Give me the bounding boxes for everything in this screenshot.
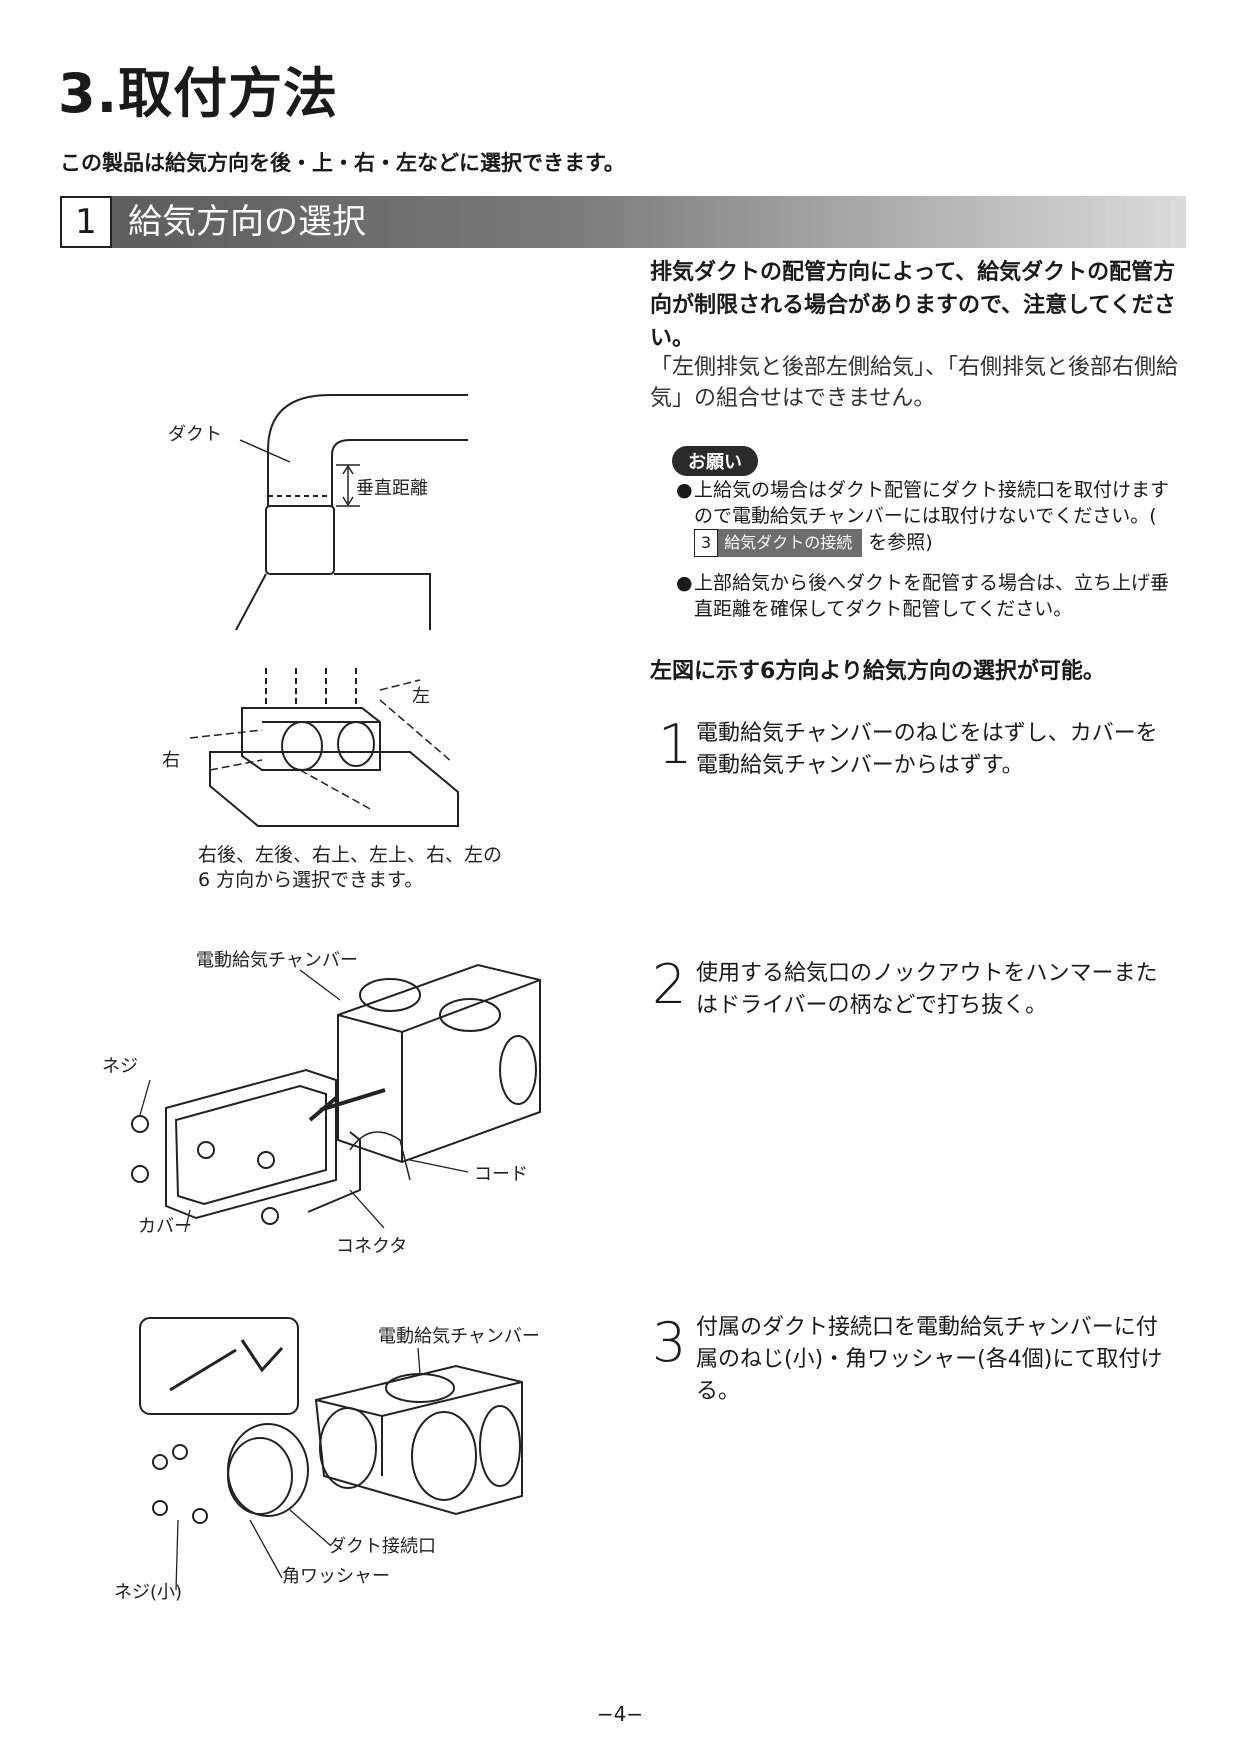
six-directions-figure: [189, 668, 459, 827]
directions-caption: 右後、左後、右上、左上、右、左の 6 方向から選択できます。: [198, 843, 502, 893]
step-1-number: 1: [658, 713, 693, 776]
leader-lines: [139, 969, 469, 1591]
label-left: 左: [412, 686, 430, 707]
directions-caption-line-1: 右後、左後、右上、左上、右、左の: [198, 844, 503, 866]
step-3-text: 付属のダクト接続口を電動給気チャンバーに付属のねじ(小)・角ワッシャー(各4個)…: [696, 1315, 1163, 1404]
label-square-washer: 角ワッシャー: [282, 1566, 390, 1587]
step-2-number: 2: [652, 953, 687, 1016]
label-cord: コード: [474, 1164, 528, 1185]
step-2-text: 使用する給気口のノックアウトをハンマーまたはドライバーの柄などで打ち抜く。: [696, 961, 1158, 1018]
label-chamber: 電動給気チャンバー: [196, 950, 358, 971]
chamber-cover-figure: [131, 963, 541, 1225]
label-duct: ダクト: [168, 424, 222, 445]
label-chamber-2: 電動給気チャンバー: [378, 1326, 540, 1347]
intro-text: この製品は給気方向を後・上・右・左などに選択できます。: [60, 151, 625, 175]
caution-note: 排気ダクトの配管方向によって、給気ダクトの配管方向が制限される場合がありますので…: [650, 260, 1176, 351]
request-badge: お願い: [672, 446, 758, 476]
label-small-screw: ネジ(小): [114, 1582, 183, 1603]
bullet-dot-icon: ●: [676, 572, 693, 594]
label-right: 右: [162, 750, 180, 771]
section-title: 給気方向の選択: [128, 202, 366, 242]
bullet-1-tail: を参照): [868, 531, 933, 554]
directions-note: 左図に示す6方向より給気方向の選択が可能。: [650, 659, 1105, 684]
section-reference: 3 給気ダクトの接続: [694, 529, 863, 557]
page-title: 3.取付方法: [58, 62, 339, 125]
label-vertical-distance: 垂直距離: [356, 478, 428, 499]
duct-port-figure: [139, 1317, 523, 1524]
directions-caption-line-2: 6 方向から選択できます。: [198, 869, 424, 891]
bullet-2-text: 上部給気から後へダクトを配管する場合は、立ち上げ垂直距離を確保してダクト配管して…: [694, 572, 1170, 620]
step-1-text: 電動給気チャンバーのねじをはずし、カバーを電動給気チャンバーからはずす。: [696, 721, 1158, 778]
bullet-1-text: 上給気の場合はダクト配管にダクト接続口を取付けますので電動給気チャンバーには取付…: [694, 479, 1170, 527]
page-number: −4−: [596, 1702, 644, 1726]
reference-number: 3: [694, 529, 719, 557]
duct-elbow-figure: [235, 394, 468, 631]
bullet-dot-icon: ●: [676, 479, 693, 501]
section-header-bar: [60, 196, 1186, 248]
label-connector: コネクタ: [336, 1236, 408, 1257]
restriction-note: 「左側排気と後部左側給気」、「右側排気と後部右側給気」の組合せはできません。: [650, 355, 1179, 411]
label-screw: ネジ: [102, 1056, 138, 1077]
request-bullet-1: ● 上給気の場合はダクト配管にダクト接続口を取付けますので電動給気チャンバーには…: [676, 477, 1176, 557]
label-cover: カバー: [138, 1216, 192, 1237]
reference-title: 給気ダクトの接続: [724, 533, 853, 552]
request-bullet-2: ● 上部給気から後へダクトを配管する場合は、立ち上げ垂直距離を確保してダクト配管…: [676, 570, 1176, 622]
section-number: 1: [60, 196, 112, 248]
label-duct-port: ダクト接続口: [328, 1536, 436, 1557]
step-3-number: 3: [652, 1311, 687, 1374]
